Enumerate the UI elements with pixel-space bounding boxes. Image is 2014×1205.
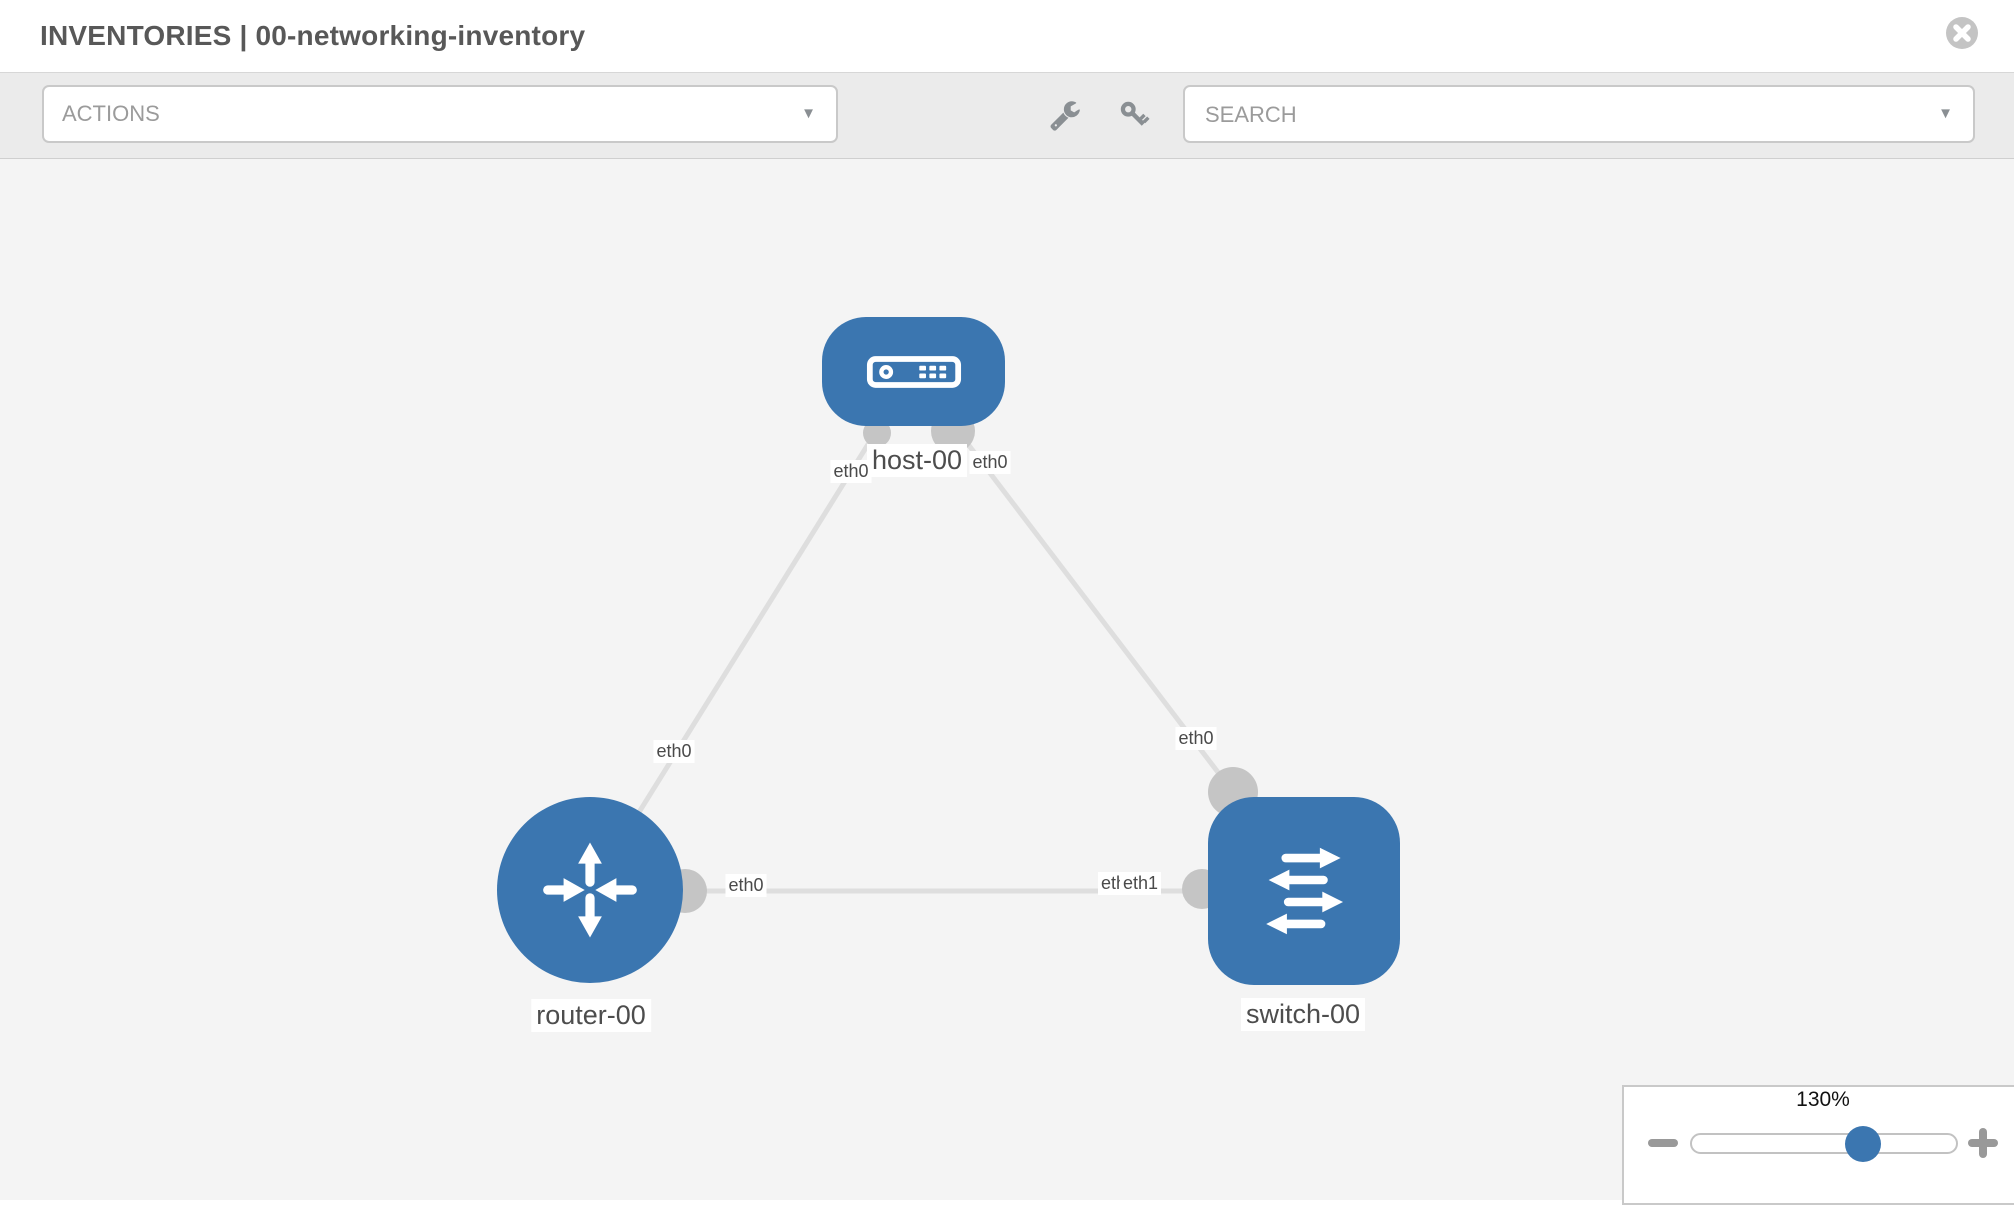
- zoom-in-button-vertical[interactable]: [1979, 1128, 1987, 1158]
- search-input[interactable]: [1203, 87, 1907, 143]
- close-icon: [1946, 17, 1978, 49]
- zoom-slider-track[interactable]: [1690, 1133, 1958, 1154]
- wrench-icon: [1050, 101, 1080, 131]
- iface-label-hs-switch: eth0: [1175, 727, 1217, 750]
- chevron-down-icon: ▼: [1938, 105, 1953, 122]
- iface-label-rs-router: eth0: [725, 874, 767, 897]
- port-circle-host-left: [863, 419, 891, 447]
- switch-icon: [1266, 847, 1344, 935]
- tools-button[interactable]: [1049, 99, 1083, 133]
- actions-dropdown[interactable]: ACTIONS ▼: [42, 85, 838, 143]
- node-host[interactable]: [822, 317, 1005, 426]
- node-label-router: router-00: [531, 999, 651, 1032]
- node-router[interactable]: [497, 797, 683, 983]
- chevron-down-icon: ▼: [801, 105, 816, 122]
- toolbar: ACTIONS ▼ ▼: [0, 73, 2014, 159]
- iface-label-hs-host: eth0: [969, 451, 1011, 474]
- close-button[interactable]: [1945, 16, 1979, 50]
- node-label-switch: switch-00: [1240, 998, 1366, 1031]
- topology-canvas: [0, 159, 2014, 1200]
- iface-label-rs-switch-over: eth1: [1120, 872, 1162, 895]
- page-title: INVENTORIES | 00-networking-inventory: [40, 20, 586, 51]
- zoom-slider-thumb[interactable]: [1845, 1126, 1881, 1162]
- iface-label-rh-host: eth0: [830, 460, 872, 483]
- node-label-host: host-00: [866, 444, 968, 477]
- zoom-out-button[interactable]: [1648, 1139, 1678, 1147]
- node-switch[interactable]: [1208, 797, 1400, 985]
- link-router-host: [587, 370, 916, 893]
- topology-links-layer: [587, 370, 1304, 913]
- iface-label-rh-router: eth0: [653, 740, 695, 763]
- host-icon: [866, 355, 961, 388]
- key-button[interactable]: [1118, 99, 1152, 133]
- search-box[interactable]: ▼: [1183, 85, 1975, 143]
- router-icon: [543, 842, 637, 938]
- actions-dropdown-label: ACTIONS: [62, 101, 160, 126]
- page-header: INVENTORIES | 00-networking-inventory: [0, 0, 2014, 73]
- zoom-value: 130%: [1796, 1088, 1850, 1111]
- key-icon: [1120, 101, 1150, 126]
